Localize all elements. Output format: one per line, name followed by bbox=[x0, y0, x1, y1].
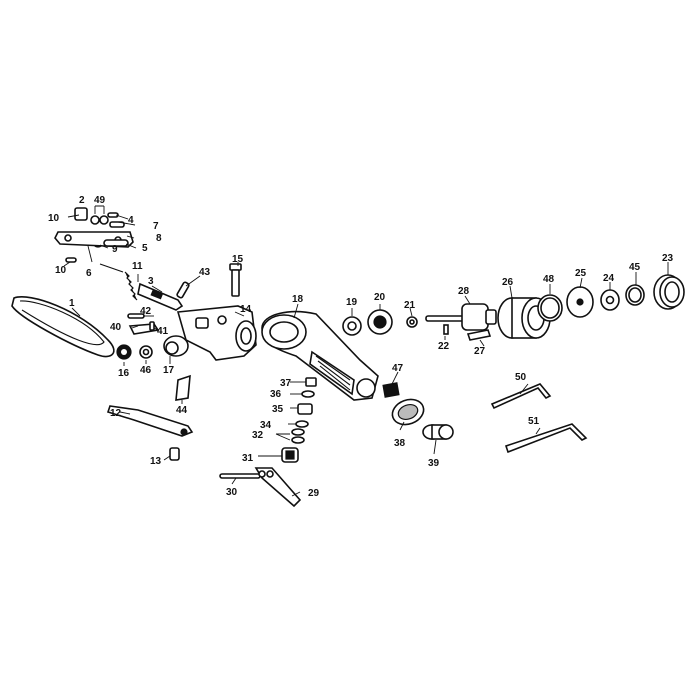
part-27-vane bbox=[466, 329, 492, 341]
part-number-labels: 1 2 49 10 7 4 8 5 9 6 10 11 3 43 15 42 4… bbox=[48, 195, 674, 499]
label-part-44: 44 bbox=[176, 405, 188, 416]
part-14-front-housing bbox=[176, 305, 257, 361]
part-4-pin bbox=[107, 212, 119, 218]
label-part-10-lower: 10 bbox=[55, 265, 67, 276]
part-47-filter bbox=[382, 382, 400, 398]
label-part-29: 29 bbox=[308, 488, 320, 499]
label-part-19: 19 bbox=[346, 297, 358, 308]
label-part-4: 4 bbox=[128, 215, 134, 226]
label-part-36: 36 bbox=[270, 389, 282, 400]
label-part-25: 25 bbox=[575, 268, 587, 279]
label-part-12: 12 bbox=[110, 408, 122, 419]
part-20-bearing bbox=[367, 309, 393, 335]
label-part-1: 1 bbox=[69, 298, 75, 309]
label-part-39: 39 bbox=[428, 458, 440, 469]
label-part-41: 41 bbox=[157, 326, 169, 337]
part-51-hex-key bbox=[504, 423, 588, 454]
label-part-26: 26 bbox=[502, 277, 514, 288]
label-part-11: 11 bbox=[132, 261, 143, 272]
label-part-28: 28 bbox=[458, 286, 470, 297]
label-part-43: 43 bbox=[199, 267, 211, 278]
part-2-bushing bbox=[74, 207, 88, 221]
part-39-air-inlet bbox=[422, 424, 454, 440]
label-part-51: 51 bbox=[528, 416, 540, 427]
label-part-35: 35 bbox=[272, 404, 284, 415]
label-part-37: 37 bbox=[280, 378, 292, 389]
label-part-20: 20 bbox=[374, 292, 386, 303]
label-part-6: 6 bbox=[86, 268, 92, 279]
part-35-valve bbox=[297, 403, 313, 415]
part-28-rotor bbox=[425, 303, 497, 331]
part-11-spring bbox=[99, 263, 138, 301]
part-45-washer bbox=[625, 284, 645, 306]
part-18-motor-housing bbox=[261, 310, 379, 401]
label-part-47: 47 bbox=[392, 363, 404, 374]
part-46-washer bbox=[139, 345, 153, 359]
label-part-34: 34 bbox=[260, 420, 272, 431]
label-part-49: 49 bbox=[94, 195, 106, 206]
part-49-bushings bbox=[90, 205, 109, 225]
label-part-30: 30 bbox=[226, 487, 238, 498]
part-36-washer bbox=[301, 390, 315, 398]
part-5-roller bbox=[103, 239, 129, 247]
label-part-31: 31 bbox=[242, 453, 254, 464]
part-10-pin-lower bbox=[65, 257, 77, 263]
part-3-arm bbox=[137, 282, 184, 311]
part-34-o-ring bbox=[295, 420, 309, 428]
leader-lines bbox=[63, 214, 669, 497]
part-44-plate bbox=[175, 374, 191, 401]
part-15-screw bbox=[229, 263, 242, 297]
label-part-17: 17 bbox=[163, 365, 175, 376]
part-21-washer bbox=[406, 316, 418, 328]
label-part-23: 23 bbox=[662, 253, 674, 264]
label-part-3: 3 bbox=[148, 276, 154, 287]
label-part-40: 40 bbox=[110, 322, 122, 333]
part-25-end-plate bbox=[566, 286, 594, 318]
label-part-15: 15 bbox=[232, 254, 244, 265]
label-part-46: 46 bbox=[140, 365, 152, 376]
label-part-22: 22 bbox=[438, 341, 450, 352]
part-16-nut bbox=[116, 344, 132, 360]
label-part-7: 7 bbox=[153, 221, 159, 232]
part-17-bearing bbox=[163, 335, 189, 357]
label-part-16: 16 bbox=[118, 368, 130, 379]
label-part-45: 45 bbox=[629, 262, 641, 273]
part-26-cylinder bbox=[497, 297, 551, 339]
label-part-14: 14 bbox=[240, 304, 252, 315]
label-part-50: 50 bbox=[515, 372, 527, 383]
label-part-9: 9 bbox=[112, 244, 118, 255]
part-22-key bbox=[443, 324, 449, 335]
part-38-exhaust-cover bbox=[391, 398, 425, 426]
label-part-8: 8 bbox=[156, 233, 162, 244]
label-part-10: 10 bbox=[48, 213, 60, 224]
part-13-screw bbox=[169, 447, 180, 461]
part-19-spacer bbox=[342, 316, 362, 336]
part-37-screw bbox=[305, 377, 317, 387]
part-24-bearing bbox=[600, 289, 620, 311]
part-41-pin bbox=[149, 321, 155, 331]
label-part-24: 24 bbox=[603, 273, 615, 284]
label-part-38: 38 bbox=[394, 438, 406, 449]
part-7-screw bbox=[109, 221, 125, 228]
label-part-32: 32 bbox=[252, 430, 264, 441]
label-part-13: 13 bbox=[150, 456, 162, 467]
part-29-throttle-lever bbox=[254, 467, 302, 508]
label-part-27: 27 bbox=[474, 346, 486, 357]
label-part-5: 5 bbox=[142, 243, 148, 254]
label-part-42: 42 bbox=[140, 306, 152, 317]
part-48-o-ring bbox=[537, 294, 563, 322]
part-31-valve-body bbox=[281, 447, 299, 463]
part-1-sanding-belt bbox=[11, 296, 115, 358]
part-50-hex-key bbox=[490, 383, 552, 410]
label-part-2: 2 bbox=[79, 195, 85, 206]
part-32-o-rings bbox=[291, 428, 305, 444]
label-part-18: 18 bbox=[292, 294, 304, 305]
label-part-21: 21 bbox=[404, 300, 416, 311]
label-part-48: 48 bbox=[543, 274, 555, 285]
part-30-pin bbox=[219, 473, 261, 479]
part-43-pin bbox=[176, 281, 190, 299]
part-23-ring-nut bbox=[653, 274, 685, 310]
